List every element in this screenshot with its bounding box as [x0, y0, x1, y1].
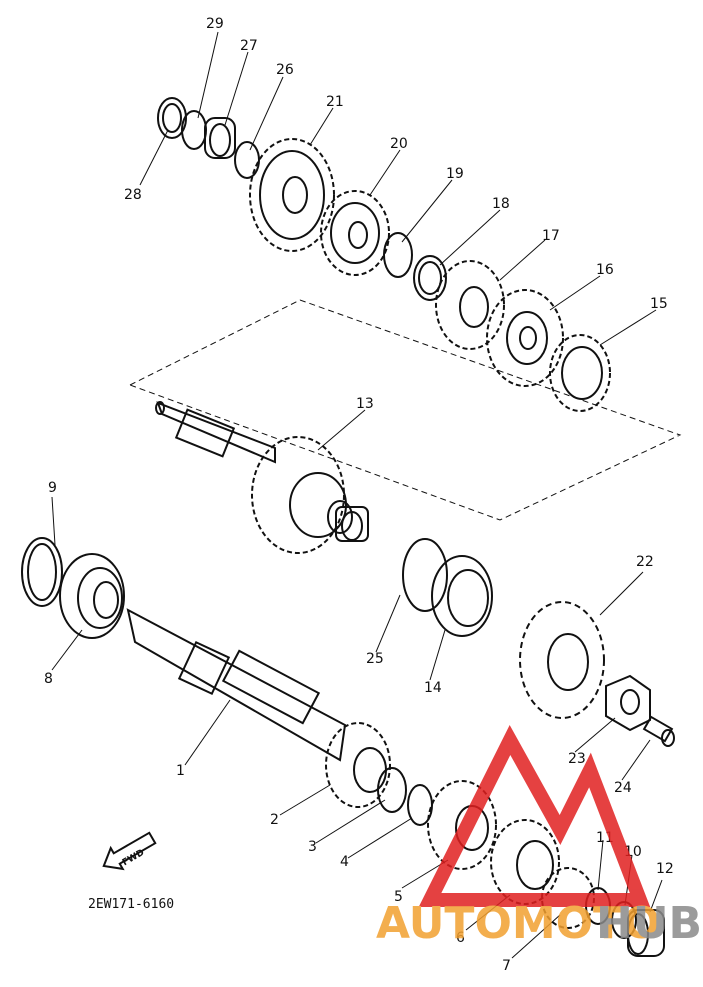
sprocket-22: [519, 601, 605, 719]
callout-29: 29: [206, 16, 224, 32]
fwd-label: FWD: [121, 848, 146, 868]
callout-6: 6: [456, 930, 465, 946]
oil-seal-14: [431, 555, 493, 637]
circlip-19: [383, 232, 413, 278]
drive-axle-1: [126, 608, 347, 762]
gear-6: [490, 819, 560, 905]
gear-17: [435, 260, 505, 350]
callout-1: 1: [176, 763, 185, 779]
circlip-4: [407, 784, 433, 826]
gear-20: [320, 190, 390, 276]
callout-2: 2: [270, 812, 279, 828]
callout-4: 4: [340, 854, 349, 870]
bearing-8: [59, 553, 125, 639]
forward-arrow-icon: [102, 831, 157, 871]
gear-2: [325, 722, 391, 808]
washer-29: [181, 110, 207, 150]
collar-12: [627, 909, 665, 957]
callout-17: 17: [542, 228, 560, 244]
circlip-28: [157, 97, 187, 139]
callout-13: 13: [356, 396, 374, 412]
bearing-27: [204, 117, 236, 159]
callout-19: 19: [446, 166, 464, 182]
callout-12: 12: [656, 861, 674, 877]
watermark-text-hub: HUB: [596, 898, 702, 949]
callout-23: 23: [568, 751, 586, 767]
drawing-code: 2EW171-6160: [88, 897, 174, 912]
watermark-logo: AUTOMOTO HUB: [376, 724, 702, 949]
washer-26: [234, 141, 260, 179]
callout-25: 25: [366, 651, 384, 667]
callout-9: 9: [48, 480, 57, 496]
callout-24: 24: [614, 780, 632, 796]
callout-22: 22: [636, 554, 654, 570]
gear-16: [486, 289, 564, 387]
callout-21: 21: [326, 94, 344, 110]
watermark-text-automoto: AUTOMOTO: [376, 898, 660, 949]
gear-15: [549, 334, 611, 412]
circlip-25: [402, 538, 448, 612]
callout-16: 16: [596, 262, 614, 278]
gear-21: [249, 138, 335, 252]
callout-26: 26: [276, 62, 294, 78]
callout-27: 27: [240, 38, 258, 54]
bolt-24: [642, 715, 675, 747]
lock-washer-23: [605, 674, 651, 732]
callout-8: 8: [44, 671, 53, 687]
callout-7: 7: [502, 958, 511, 974]
assembly-dashed-frame: [128, 299, 682, 521]
callout-15: 15: [650, 296, 668, 312]
callout-14: 14: [424, 680, 442, 696]
main-axle-13: [155, 401, 369, 554]
circlip-9: [21, 537, 63, 607]
callout-18: 18: [492, 196, 510, 212]
callout-5: 5: [394, 889, 403, 905]
callout-20: 20: [390, 136, 408, 152]
callout-28: 28: [124, 187, 142, 203]
watermark-mountain-icon: [418, 724, 651, 907]
washer-18: [413, 255, 447, 301]
callout-3: 3: [308, 839, 317, 855]
washer-3: [377, 767, 407, 813]
